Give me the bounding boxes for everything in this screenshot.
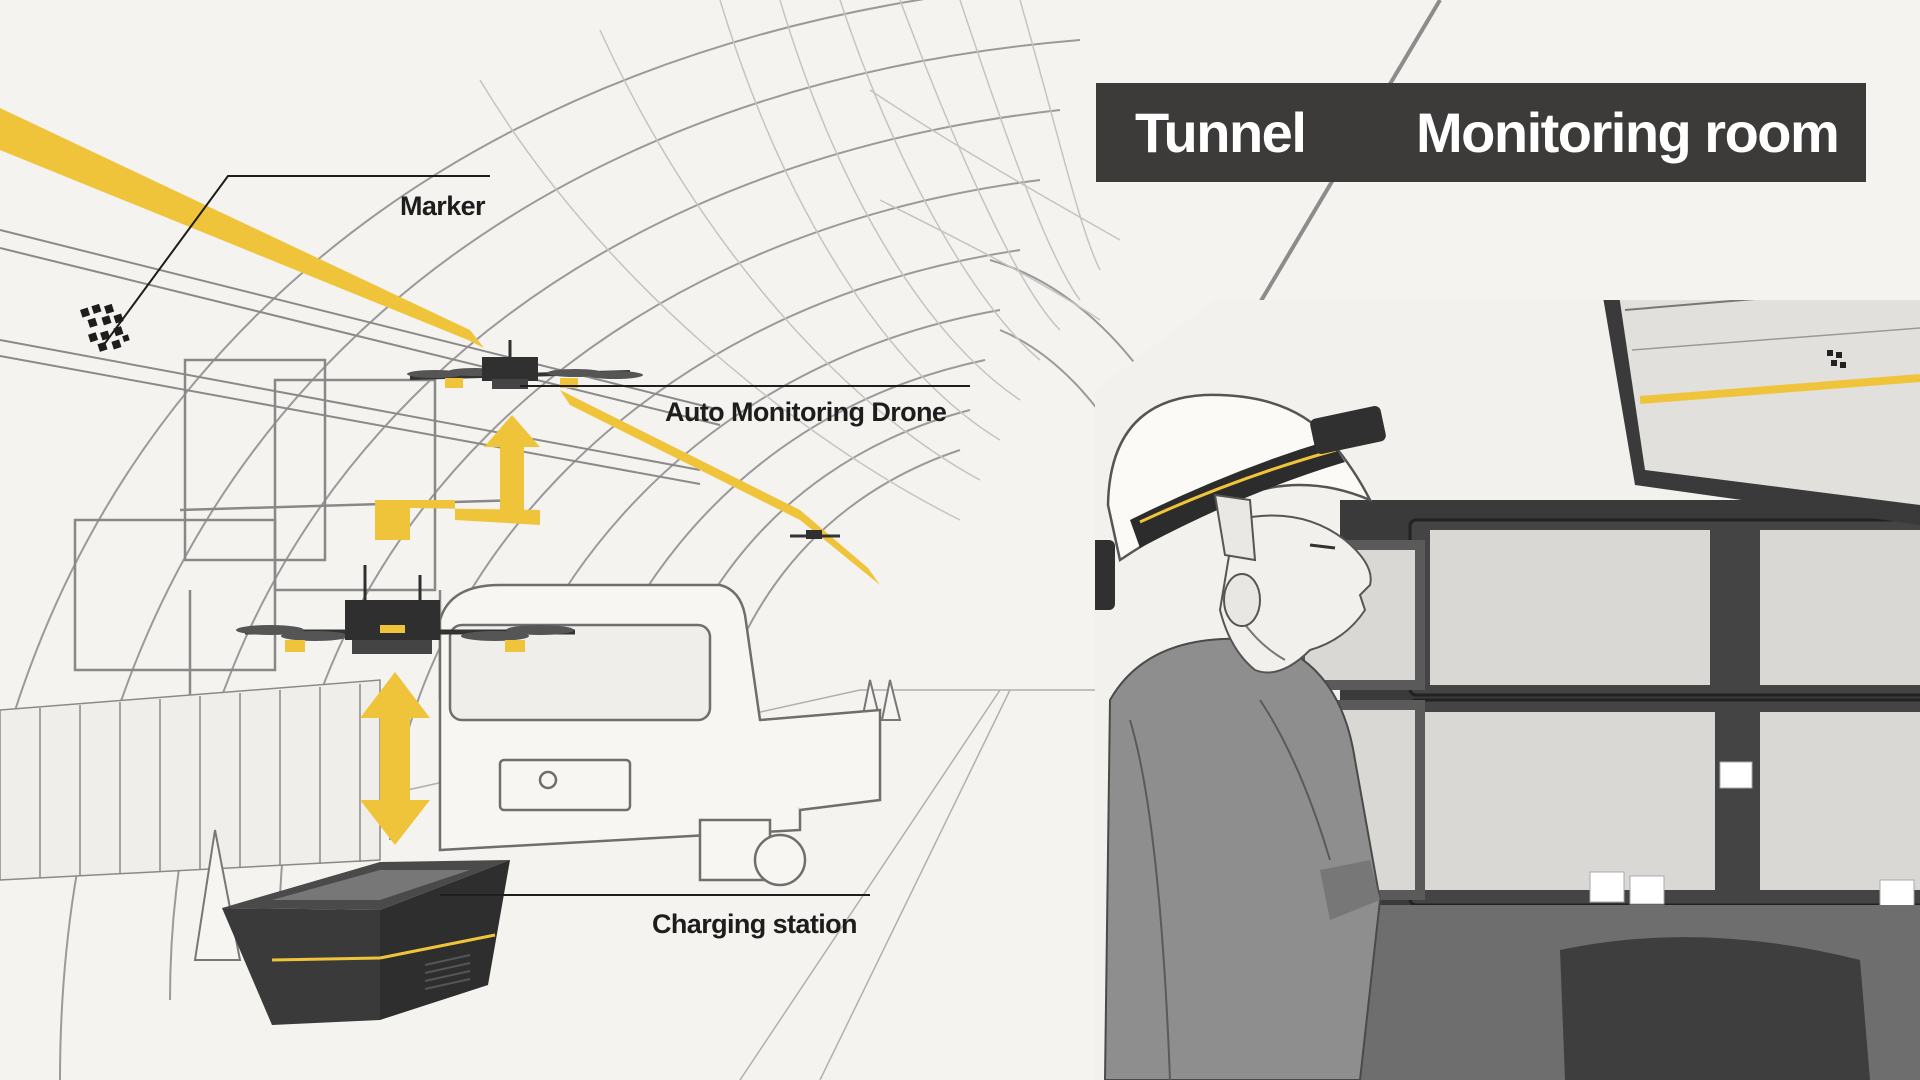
monitoring-room	[1095, 300, 1920, 1080]
callout-leader-lines	[99, 175, 970, 896]
tunnel-heading: Tunnel	[1135, 101, 1307, 164]
chair	[1560, 937, 1870, 1080]
gantry-scaffold	[73, 358, 521, 720]
drone-main-icon	[236, 565, 575, 654]
flight-path-beams	[0, 108, 880, 585]
header-banner	[1096, 83, 1866, 182]
hard-hat-icon	[1095, 393, 1386, 610]
ventilation-duct	[0, 679, 381, 881]
drone-upper-icon	[407, 340, 643, 389]
tunnel-segments	[479, 0, 1121, 521]
monitor-wall	[1295, 500, 1920, 920]
monitoring-room-heading: Monitoring room	[1416, 101, 1840, 164]
charging-station-label: Charging station	[652, 909, 858, 939]
drone-distant-icon	[790, 530, 840, 539]
flight-arrows	[360, 415, 540, 845]
worker	[1103, 514, 1382, 1080]
marker-label: Marker	[400, 191, 486, 221]
monitor-icon	[1595, 300, 1920, 525]
wall-pipes	[0, 229, 721, 485]
charging-station-icon	[222, 860, 510, 1025]
marker-code-icon	[80, 303, 130, 352]
drone-label: Auto Monitoring Drone	[665, 397, 947, 427]
